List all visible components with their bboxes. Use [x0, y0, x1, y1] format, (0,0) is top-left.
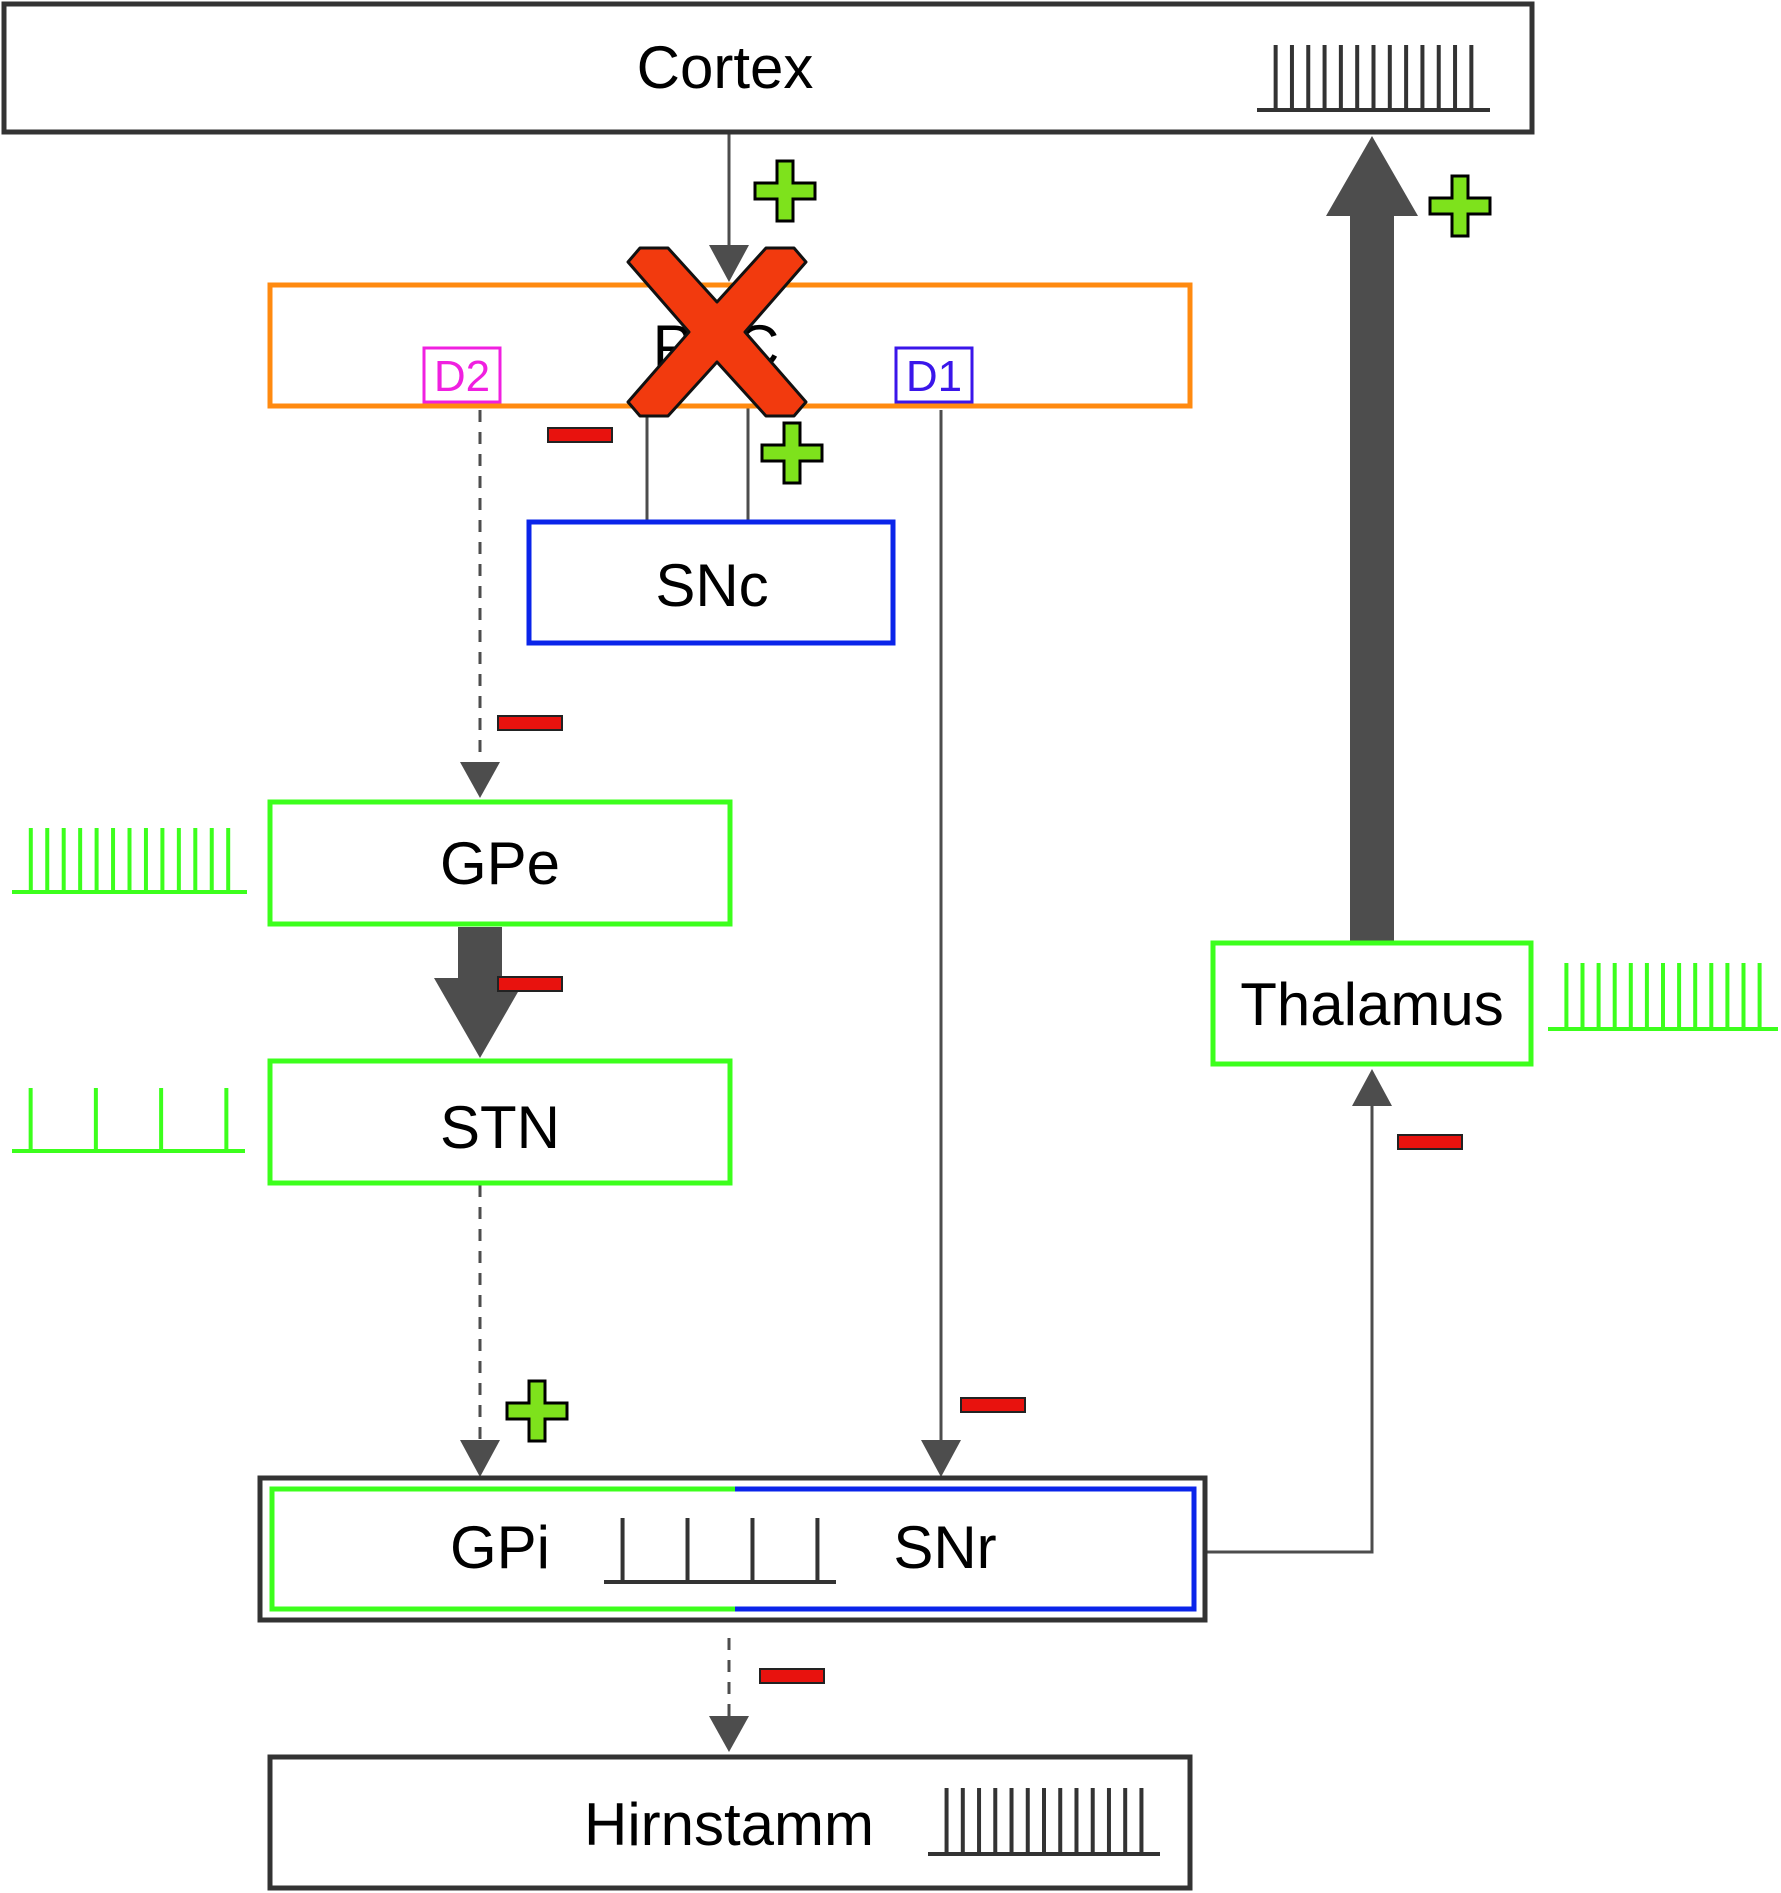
snr-to-thalamus-arrow	[1207, 1105, 1374, 1554]
thalamus-label: Thalamus	[1240, 971, 1503, 1038]
gpe-box	[267, 799, 733, 927]
excitatory-plus-icon	[753, 159, 817, 223]
gpi-label: GPi	[450, 1514, 550, 1581]
gpi-snr-spike-train	[604, 1518, 836, 1584]
gpi-snr-outer-box	[257, 1475, 1208, 1623]
snr-label: SNr	[893, 1514, 996, 1581]
gpe-spike-train	[12, 828, 247, 894]
d2-receptor-label: D2	[434, 352, 490, 401]
gpi-border	[269, 1486, 735, 1612]
hirnstamm-box	[267, 1754, 1193, 1891]
inhibitory-minus-icon	[547, 427, 613, 443]
gpi-to-hirnstamm-arrowhead	[709, 1716, 749, 1752]
d1-receptor-label: D1	[906, 352, 962, 401]
thalamus-spike-train	[1548, 963, 1778, 1031]
excitatory-plus-icon	[505, 1379, 569, 1443]
cortex-label: Cortex	[637, 34, 814, 101]
hirnstamm-label: Hirnstamm	[584, 1791, 874, 1858]
hirnstamm-spike-train	[928, 1788, 1160, 1856]
d2-to-gpe-arrowhead	[460, 762, 500, 798]
snr-to-thalamus-arrowhead	[1352, 1069, 1392, 1106]
d2-receptor-box	[422, 346, 502, 404]
inhibitory-minus-icon	[759, 1668, 825, 1684]
inhibitory-minus-icon	[497, 715, 563, 731]
stn-to-gpi-arrowhead	[460, 1440, 500, 1477]
lesion-cross-icon	[626, 246, 808, 418]
cortex-to-pnc-arrowhead	[709, 245, 749, 282]
thalamus-to-cortex-thick-arrowhead	[1326, 136, 1418, 216]
gpe-label: GPe	[440, 830, 560, 897]
excitatory-plus-icon	[760, 421, 824, 485]
d1-to-snr-arrowhead	[921, 1440, 961, 1477]
snc-label: SNc	[655, 552, 768, 619]
d1-receptor-box	[894, 346, 974, 404]
excitatory-plus-icon	[1428, 174, 1492, 238]
snr-border	[735, 1486, 1197, 1612]
inhibitory-minus-icon	[960, 1397, 1026, 1413]
inhibitory-minus-icon	[1397, 1134, 1463, 1150]
stn-box	[267, 1058, 733, 1186]
snc-box	[526, 519, 896, 646]
cortex-spike-train	[1257, 45, 1490, 112]
gpe-to-stn-thick-shaft	[458, 927, 502, 982]
thalamus-box	[1210, 940, 1534, 1067]
stn-label: STN	[440, 1094, 560, 1161]
inhibitory-minus-icon	[497, 976, 563, 992]
gpe-to-stn-thick-arrowhead	[434, 978, 526, 1058]
stn-spike-train	[12, 1088, 245, 1153]
thalamus-to-cortex-thick-shaft	[1350, 212, 1394, 941]
